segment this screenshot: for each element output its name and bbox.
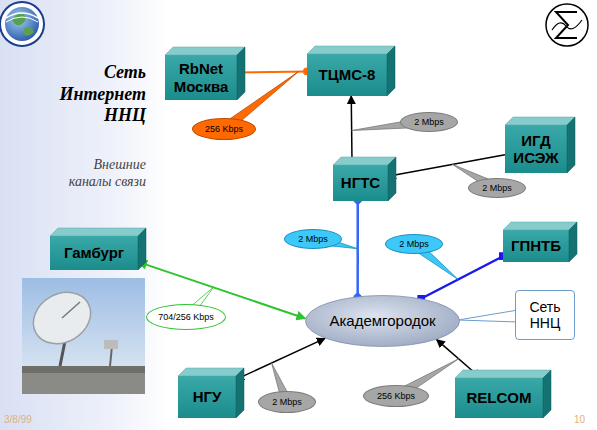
photo-feed: [62, 302, 80, 318]
logo-ring: [0, 2, 44, 46]
edge-label: 2 Mbps: [385, 234, 443, 254]
network-box: ГПНТБ: [503, 230, 569, 262]
box-side: [138, 228, 146, 270]
photo-roof: [22, 366, 145, 373]
node-label: Сеть ННЦ: [516, 299, 574, 331]
node-label: ИГД ИСЭЖ: [505, 132, 567, 167]
box-side: [237, 47, 245, 100]
box-top: [307, 46, 395, 54]
photo-box: [104, 340, 118, 349]
edge-label: 704/256 Kbps: [146, 304, 226, 330]
network-box: ИГД ИСЭЖ: [505, 125, 567, 173]
network-box: НГТС: [333, 165, 388, 201]
edge-label: 2 Mbps: [468, 178, 526, 198]
node-label: НГТС: [341, 174, 380, 191]
logo-wave: [552, 20, 582, 30]
logo-land: [24, 28, 34, 36]
network-box: НГУ: [178, 376, 236, 418]
network-box: Гамбург: [50, 236, 138, 270]
box-top: [505, 117, 575, 125]
box-top: [503, 222, 577, 230]
network-box: RbNet Москва: [165, 55, 237, 100]
box-side: [387, 46, 395, 96]
box-side: [567, 117, 575, 173]
photo-sky: [22, 278, 145, 394]
node-label: RELCOM: [467, 389, 532, 406]
edge-label: 2 Mbps: [400, 112, 458, 132]
edge-label: 2 Mbps: [284, 229, 342, 249]
logo-ring: [546, 4, 588, 46]
sigma-mark: [556, 12, 577, 38]
hub-ellipse: Академгородок: [305, 295, 460, 347]
logo-orbit: [6, 17, 38, 22]
sigma-logo: [546, 4, 588, 46]
slide-title: Сеть Интернет ННЦ: [40, 62, 146, 127]
node-label: Гамбург: [64, 244, 124, 261]
network-box: RELCOM: [455, 378, 543, 418]
node-label: НГУ: [193, 388, 222, 405]
subtitle: Внешние каналы связи: [60, 157, 146, 191]
globe-logo: [0, 2, 44, 46]
date-stamp: 3/8/99: [4, 414, 64, 425]
box-side: [543, 370, 551, 418]
node-label: ТЦМС-8: [319, 66, 376, 83]
box-top: [178, 368, 244, 376]
network-box: ТЦМС-8: [307, 54, 387, 96]
box-side: [388, 157, 396, 201]
logo-land: [12, 14, 26, 26]
box-top: [50, 228, 146, 236]
edge-label: 2 Mbps: [258, 391, 316, 413]
connector: [388, 155, 505, 176]
photo-building: [22, 372, 145, 394]
page-number: 10: [555, 414, 585, 425]
hub-ellipse-shape: [306, 296, 460, 347]
connector: [237, 71, 307, 72]
node-label: Академгородок: [329, 312, 435, 329]
box-side: [569, 222, 577, 262]
box-side: [236, 368, 244, 418]
connector: [236, 338, 325, 379]
box-top: [333, 157, 396, 165]
node-label: RbNet Москва: [165, 60, 237, 95]
satellite-photo: [22, 278, 145, 394]
photo-dish: [24, 282, 100, 354]
logo-globe: [5, 7, 39, 41]
box-top: [165, 47, 245, 55]
node-label: ГПНТБ: [511, 237, 561, 254]
callout-box: Сеть ННЦ: [515, 290, 575, 340]
edge-label: 256 Kbps: [192, 118, 256, 140]
edge-label: 256 Kbps: [363, 385, 429, 407]
callout-tail: [458, 310, 518, 322]
box-top: [455, 370, 551, 378]
